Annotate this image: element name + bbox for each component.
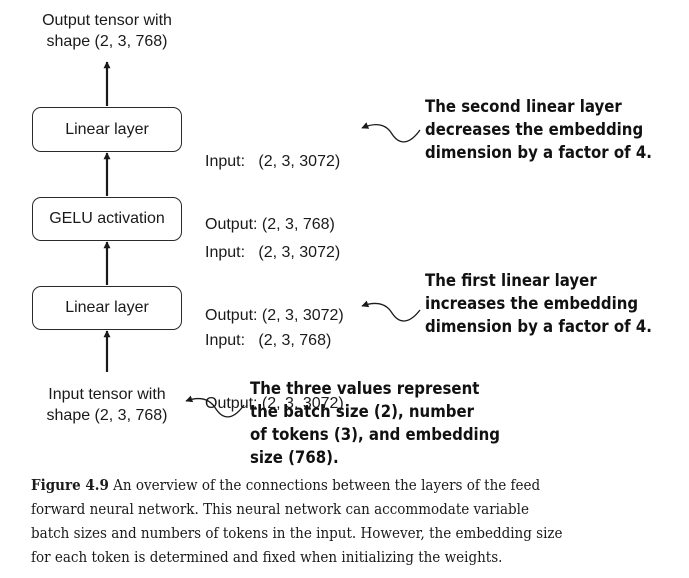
caption-line-4: for each token is determined and fixed w… xyxy=(31,548,503,566)
figure-diagram: Output tensor with shape (2, 3, 768) Lin… xyxy=(32,12,652,468)
linear-layer-1-io: Input: (2, 3, 768) Output: (2, 3, 3072) xyxy=(205,332,344,412)
annotation-arrow-first-linear xyxy=(361,300,421,322)
linear-layer-2-box: Linear layer xyxy=(32,107,182,152)
caption-line-3: batch sizes and numbers of tokens in the… xyxy=(31,524,563,542)
annotation-arrow-input-values xyxy=(185,395,245,418)
input-tensor-label: Input tensor with shape (2, 3, 768) xyxy=(46,386,168,424)
gelu-activation-box: GELU activation xyxy=(32,197,182,241)
linear-layer-2-io: Input: (2, 3, 3072) Output: (2, 3, 768) xyxy=(205,153,341,233)
caption-line-1: An overview of the connections between t… xyxy=(113,476,541,494)
linear-layer-2-label: Linear layer xyxy=(65,120,149,138)
linear-layer-1-label: Linear layer xyxy=(65,299,149,316)
annotation-arrow-second-linear xyxy=(361,122,421,143)
output-tensor-label: Output tensor with shape (2, 3, 768) xyxy=(42,12,172,50)
figure-number: Figure 4.9 xyxy=(31,476,109,494)
input-values-note: The three values represent the batch siz… xyxy=(250,379,501,468)
caption-line-2: forward neural network. This neural netw… xyxy=(31,500,529,518)
gelu-activation-label: GELU activation xyxy=(49,210,165,227)
figure-caption: Figure 4.9 An overview of the connection… xyxy=(31,473,671,569)
connector-graphics xyxy=(103,61,421,418)
linear-layer-1-box: Linear layer xyxy=(32,286,182,330)
first-linear-note: The first linear layer increases the emb… xyxy=(425,271,652,337)
gelu-activation-io: Input: (2, 3, 3072) Output: (2, 3, 3072) xyxy=(205,244,344,324)
second-linear-note: The second linear layer decreases the em… xyxy=(425,97,652,163)
